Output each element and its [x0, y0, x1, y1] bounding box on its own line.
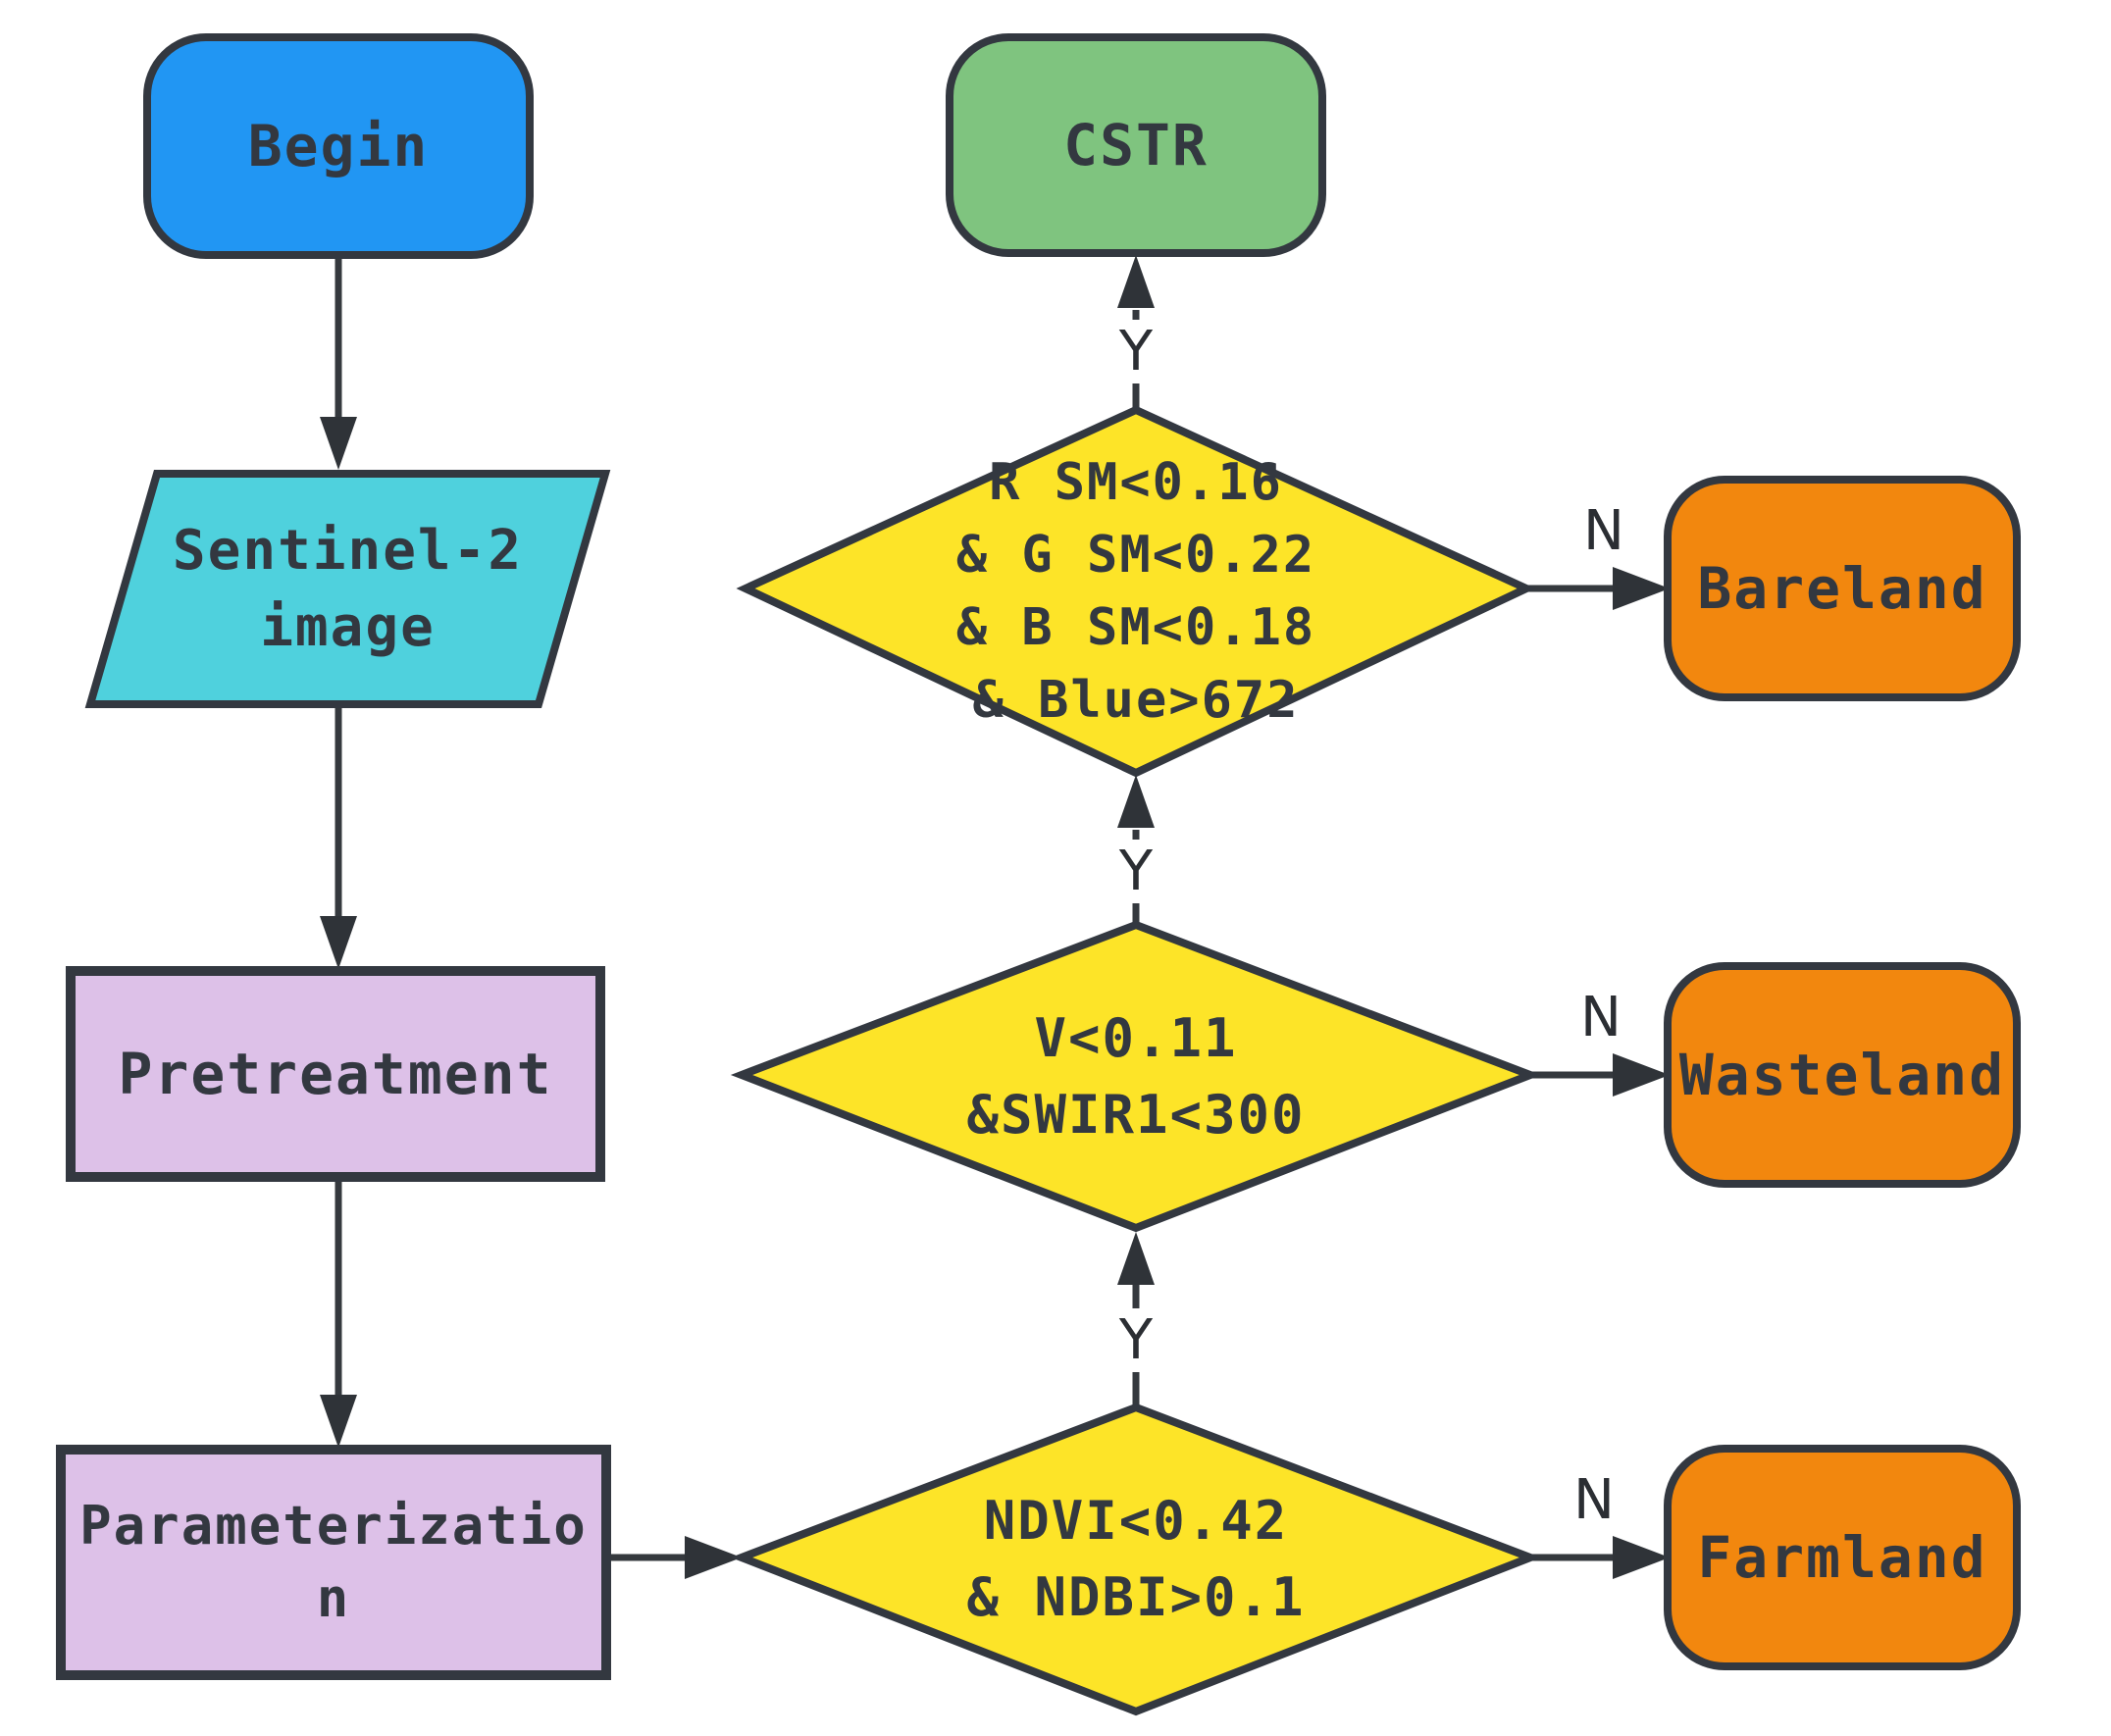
yes-label-rgbsm-to-cstr: Y	[1102, 319, 1170, 383]
edges	[320, 255, 1670, 1579]
no-label-ndvi-to-farmland: N	[1555, 1467, 1633, 1532]
sentinel-image-node-shape	[84, 470, 611, 708]
farmland-node-shape	[1664, 1445, 2021, 1670]
wasteland-node-shape	[1664, 962, 2021, 1188]
no-label-vswir-to-wasteland: N	[1562, 985, 1640, 1049]
yes-label-text: Y	[1110, 319, 1161, 383]
yes-label-text: Y	[1110, 1307, 1161, 1372]
arrowhead-sentinel-to-pretreatment	[320, 916, 357, 969]
arrowhead-begin-to-sentinel	[320, 417, 357, 470]
ndvi-ndbi-decision-shape	[730, 1403, 1542, 1716]
arrowhead-pretreatment-to-parameterization	[320, 1395, 357, 1448]
parameterization-node-shape	[56, 1445, 611, 1680]
no-label-text: N	[1580, 985, 1622, 1049]
bareland-node-shape	[1664, 476, 2021, 701]
rgb-sm-decision-shape	[736, 405, 1536, 778]
arrowhead-yes-vswir-to-rgbsm	[1117, 775, 1155, 828]
yes-label-ndvi-to-vswir: Y	[1102, 1307, 1170, 1372]
arrowhead-no-vswir-to-wasteland	[1613, 1053, 1670, 1097]
v-swir-decision-shape	[730, 920, 1542, 1233]
pretreatment-node-shape	[66, 966, 605, 1182]
arrowhead-no-rgbsm-to-bareland	[1613, 567, 1670, 610]
yes-label-vswir-to-rgbsm: Y	[1102, 839, 1170, 903]
no-label-rgbsm-to-bareland: N	[1565, 498, 1643, 563]
begin-node-shape	[143, 33, 534, 259]
arrowhead-no-ndvi-to-farmland	[1613, 1536, 1670, 1579]
cstr-node-shape	[946, 33, 1326, 257]
yes-label-text: Y	[1110, 839, 1161, 903]
arrowhead-parameterization-to-ndvi-decision	[685, 1536, 742, 1579]
arrowhead-yes-ndvi-to-vswir	[1117, 1232, 1155, 1285]
arrowhead-yes-rgbsm-to-cstr	[1117, 255, 1155, 308]
no-label-text: N	[1573, 1467, 1615, 1532]
no-label-text: N	[1583, 498, 1624, 563]
